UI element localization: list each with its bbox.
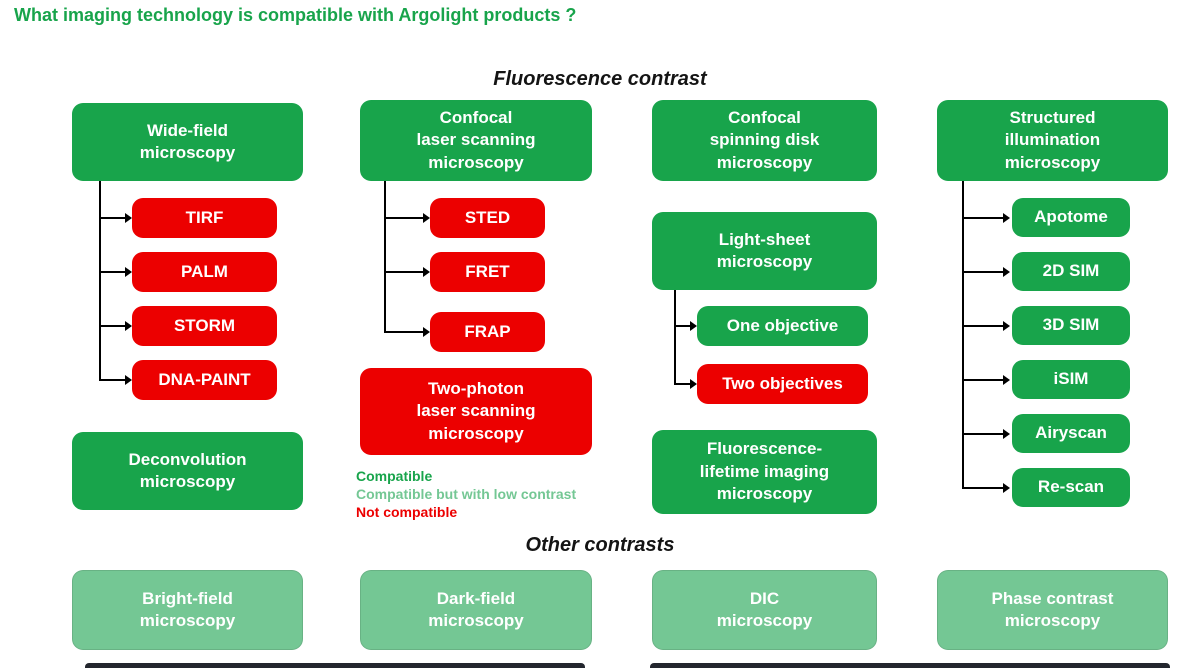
box-tirf: TIRF bbox=[132, 198, 277, 238]
arrow-right-icon bbox=[1003, 267, 1010, 277]
box-3d-sim: 3D SIM bbox=[1012, 306, 1130, 345]
box-2d-sim: 2D SIM bbox=[1012, 252, 1130, 291]
box-two-objectives: Two objectives bbox=[697, 364, 868, 404]
box-wide-field-microscopy: Wide-field microscopy bbox=[72, 103, 303, 181]
box-palm: PALM bbox=[132, 252, 277, 292]
fluorescence-contrast-heading: Fluorescence contrast bbox=[493, 68, 707, 90]
page-title: What imaging technology is compatible wi… bbox=[14, 5, 577, 25]
cropped-bottom-element bbox=[85, 663, 585, 668]
connector-branch-apotome bbox=[962, 217, 1003, 219]
connector-branch-frap bbox=[384, 331, 423, 333]
connector-branch-two-objectives bbox=[674, 383, 690, 385]
connector-branch-tirf bbox=[99, 217, 125, 219]
arrow-right-icon bbox=[125, 267, 132, 277]
legend-compatible: Compatible bbox=[356, 468, 433, 484]
connector-branch-dna-paint bbox=[99, 379, 125, 381]
arrow-right-icon bbox=[690, 379, 697, 389]
box-bright-field-microscopy: Bright-field microscopy bbox=[72, 570, 303, 650]
connector-branch-storm bbox=[99, 325, 125, 327]
connector-line-confocal-laser bbox=[384, 181, 386, 332]
box-apotome: Apotome bbox=[1012, 198, 1130, 237]
arrow-right-icon bbox=[125, 375, 132, 385]
connector-branch-palm bbox=[99, 271, 125, 273]
legend-compatible-low-contrast: Compatible but with low contrast bbox=[356, 486, 577, 502]
box-isim: iSIM bbox=[1012, 360, 1130, 399]
box-phase-contrast-microscopy: Phase contrast microscopy bbox=[937, 570, 1168, 650]
other-contrasts-heading: Other contrasts bbox=[525, 534, 675, 556]
arrow-right-icon bbox=[125, 213, 132, 223]
legend-not-compatible: Not compatible bbox=[356, 504, 458, 520]
box-dic-microscopy: DIC microscopy bbox=[652, 570, 877, 650]
box-rescan: Re-scan bbox=[1012, 468, 1130, 507]
connector-line-sim bbox=[962, 181, 964, 488]
box-two-photon-laser-scanning-microscopy: Two-photon laser scanning microscopy bbox=[360, 368, 592, 455]
box-light-sheet-microscopy: Light-sheet microscopy bbox=[652, 212, 877, 290]
arrow-right-icon bbox=[1003, 483, 1010, 493]
cropped-bottom-element bbox=[650, 663, 1170, 668]
connector-line-widefield bbox=[99, 181, 101, 381]
arrow-right-icon bbox=[690, 321, 697, 331]
arrow-right-icon bbox=[1003, 321, 1010, 331]
connector-line-light-sheet bbox=[674, 290, 676, 385]
box-fret: FRET bbox=[430, 252, 545, 292]
box-structured-illumination-microscopy: Structured illumination microscopy bbox=[937, 100, 1168, 181]
connector-branch-fret bbox=[384, 271, 423, 273]
box-airyscan: Airyscan bbox=[1012, 414, 1130, 453]
box-deconvolution-microscopy: Deconvolution microscopy bbox=[72, 432, 303, 510]
arrow-right-icon bbox=[1003, 429, 1010, 439]
arrow-right-icon bbox=[423, 327, 430, 337]
box-confocal-spinning-disk-microscopy: Confocal spinning disk microscopy bbox=[652, 100, 877, 181]
connector-branch-rescan bbox=[962, 487, 1003, 489]
connector-branch-2d-sim bbox=[962, 271, 1003, 273]
connector-branch-one-objective bbox=[674, 325, 690, 327]
box-one-objective: One objective bbox=[697, 306, 868, 346]
connector-branch-airyscan bbox=[962, 433, 1003, 435]
arrow-right-icon bbox=[1003, 213, 1010, 223]
connector-branch-3d-sim bbox=[962, 325, 1003, 327]
arrow-right-icon bbox=[423, 213, 430, 223]
box-dark-field-microscopy: Dark-field microscopy bbox=[360, 570, 592, 650]
box-sted: STED bbox=[430, 198, 545, 238]
box-dna-paint: DNA-PAINT bbox=[132, 360, 277, 400]
arrow-right-icon bbox=[423, 267, 430, 277]
connector-branch-sted bbox=[384, 217, 423, 219]
box-frap: FRAP bbox=[430, 312, 545, 352]
arrow-right-icon bbox=[1003, 375, 1010, 385]
arrow-right-icon bbox=[125, 321, 132, 331]
box-storm: STORM bbox=[132, 306, 277, 346]
box-confocal-laser-scanning-microscopy: Confocal laser scanning microscopy bbox=[360, 100, 592, 181]
connector-branch-isim bbox=[962, 379, 1003, 381]
box-fluorescence-lifetime-imaging-microscopy: Fluorescence- lifetime imaging microscop… bbox=[652, 430, 877, 514]
